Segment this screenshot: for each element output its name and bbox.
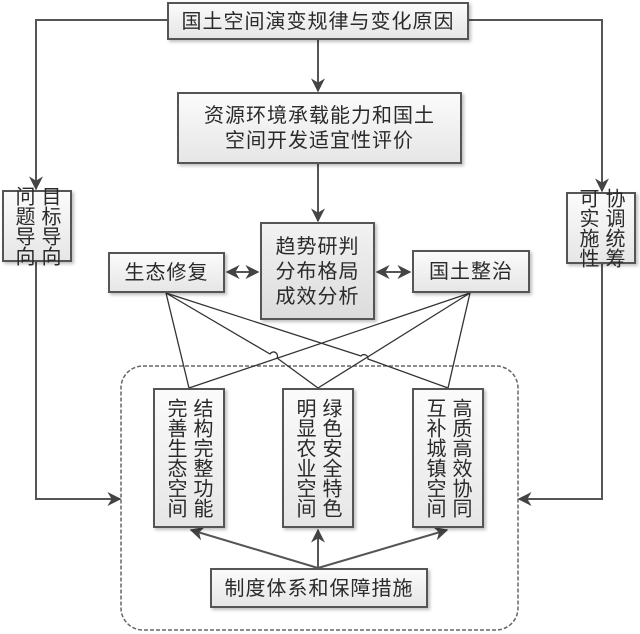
link-land-to-space3 <box>447 292 471 389</box>
left-side-col-1: 目标导向 <box>38 186 62 266</box>
link-lines <box>165 292 471 389</box>
eco-restoration-box: 生态修复 <box>108 252 225 293</box>
agricultural-space-col-2: 明显农业空间 <box>293 398 317 518</box>
ecological-space-col-2: 完善生态空间 <box>164 398 188 518</box>
link-land-to-space2 <box>317 292 471 389</box>
arrow-left-side-to-group <box>35 262 122 506</box>
link-eco-to-space3 <box>165 292 449 389</box>
urban-space-box: 高质高效协同 互补城镇空间 <box>412 388 484 528</box>
land-consolidation-label: 国土整治 <box>429 259 513 283</box>
evaluation-line-1: 资源环境承载能力和国土 <box>204 103 435 127</box>
right-side-box-coordination: 协调统筹 可实施性 <box>566 188 636 268</box>
arrow-top-to-left-side <box>29 19 167 191</box>
link-land-to-space1 <box>188 292 471 389</box>
agricultural-space-box: 绿色安全特色 明显农业空间 <box>282 388 354 528</box>
right-side-col-1: 协调统筹 <box>602 188 626 268</box>
arrow-top-to-right-side <box>469 19 609 193</box>
evaluation-box: 资源环境承载能力和国土 空间开发适宜性评价 <box>177 92 462 164</box>
center-line-1: 趋势研判 <box>275 233 360 258</box>
spaces-group-frame <box>120 365 519 631</box>
top-box-evolution-causes: 国土空间演变规律与变化原因 <box>167 2 469 40</box>
arrow-bottom-to-space3 <box>317 526 449 569</box>
right-side-col-2: 可实施性 <box>576 188 600 268</box>
arrow-bottom-to-space1 <box>189 526 319 569</box>
left-side-col-2: 问题导向 <box>12 186 36 266</box>
arrow-right-side-to-group <box>517 264 603 506</box>
center-line-3: 成效分析 <box>275 283 360 308</box>
urban-space-col-1: 高质高效协同 <box>449 398 473 518</box>
institutional-safeguards-label: 制度体系和保障措施 <box>224 575 414 600</box>
top-box-label: 国土空间演变规律与变化原因 <box>181 8 455 33</box>
link-eco-to-space1 <box>165 292 190 389</box>
center-line-2: 分布格局 <box>275 258 360 283</box>
ecological-space-box: 结构完整功能 完善生态空间 <box>153 388 225 528</box>
institutional-safeguards-box: 制度体系和保障措施 <box>210 568 428 608</box>
land-consolidation-box: 国土整治 <box>412 250 530 293</box>
center-analysis-box: 趋势研判 分布格局 成效分析 <box>260 222 375 320</box>
left-side-box-orientation: 目标导向 问题导向 <box>2 186 72 266</box>
urban-space-col-2: 互补城镇空间 <box>423 398 447 518</box>
evaluation-line-2: 空间开发适宜性评价 <box>225 128 414 152</box>
agricultural-space-col-1: 绿色安全特色 <box>319 398 343 518</box>
ecological-space-col-1: 结构完整功能 <box>190 398 214 518</box>
eco-restoration-label: 生态修复 <box>124 260 209 284</box>
